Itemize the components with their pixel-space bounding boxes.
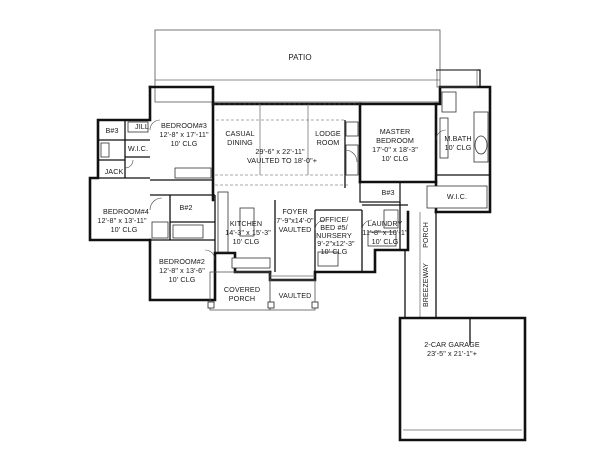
jill-label: JILL: [135, 122, 149, 131]
garage-dims: 23'-5" x 21'-1"+: [427, 349, 477, 358]
breezeway-label: BREEZEWAY: [423, 263, 430, 307]
office-ceiling: 10' CLG: [321, 247, 348, 256]
casual-dining-label-1: CASUAL: [225, 129, 254, 138]
wic-master-label: W.I.C.: [447, 192, 467, 201]
casual-dining-label-2: DINING: [227, 138, 253, 147]
bedroom4-ceiling: 10' CLG: [111, 225, 138, 234]
office-dims: 9'-2"x12'-3": [317, 239, 355, 248]
laundry-label: LAUNDRY: [368, 219, 403, 228]
master-bedroom-label-2: BEDROOM: [376, 136, 414, 145]
bedroom2-dims: 12'-8" x 13'-6": [159, 266, 205, 275]
laundry-dims: 11'-8" x 10'-1": [362, 228, 408, 237]
bath3-center-label: B#3: [381, 188, 394, 197]
beam-lines: [213, 103, 360, 175]
bedroom3-dims: 12'-8" x 17'-11": [159, 130, 209, 139]
wic-left-label: W.I.C.: [128, 144, 148, 153]
front-porch: [207, 271, 319, 311]
bedroom3-label: BEDROOM#3: [161, 121, 207, 130]
breezeway: [404, 212, 437, 318]
bedroom2-label: BEDROOM#2: [159, 257, 205, 266]
foyer-dims: 7'-9"x14'-0": [276, 216, 314, 225]
fixtures: [100, 91, 489, 269]
foyer-ceiling: VAULTED: [279, 225, 312, 234]
mbath-ceiling: 10' CLG: [445, 143, 472, 152]
garage-label: 2-CAR GARAGE: [424, 340, 480, 349]
master-bedroom-label-1: MASTER: [380, 127, 411, 136]
covered-porch-label-2: PORCH: [229, 294, 255, 303]
bedroom4-dims: 12'-8" x 13'-11": [97, 216, 147, 225]
lodge-room-label-1: LODGE: [315, 129, 341, 138]
covered-porch-label-1: COVERED: [224, 285, 260, 294]
door-swings: [124, 119, 447, 261]
bath2-label: B#2: [179, 203, 192, 212]
office-label-3: NURSERY: [316, 231, 352, 240]
bedroom3-ceiling: 10' CLG: [171, 139, 198, 148]
laundry-ceiling: 10' CLG: [372, 237, 399, 246]
bedroom2-ceiling: 10' CLG: [169, 275, 196, 284]
garage: [398, 316, 527, 442]
patio-area: [154, 29, 441, 103]
patio-label: PATIO: [288, 53, 311, 62]
vaulted-porch-label: VAULTED: [279, 291, 312, 300]
bedroom4-label: BEDROOM#4: [103, 207, 149, 216]
foyer-label: FOYER: [282, 207, 307, 216]
mbath-label: M.BATH: [444, 134, 471, 143]
master-bedroom-ceiling: 10' CLG: [382, 154, 409, 163]
jack-label: JACK: [105, 167, 124, 176]
lodge-room-label-2: ROOM: [317, 138, 340, 147]
kitchen-ceiling: 10' CLG: [233, 237, 260, 246]
bath3-left-label: B#3: [105, 126, 118, 135]
kitchen-dims: 14'-3" x 15'-3": [225, 228, 271, 237]
kitchen-label: KITCHEN: [230, 219, 262, 228]
casual-dining-dims: 29'-6" x 22'-11": [255, 147, 305, 156]
casual-dining-ceiling: VAULTED TO 18'-0"+: [247, 156, 317, 165]
porch-side-label: PORCH: [423, 222, 430, 248]
office-label-1: OFFICE/: [319, 215, 348, 224]
master-bedroom-dims: 17'-0" x 18'-3": [372, 145, 418, 154]
office-label-2: BED #5/: [320, 223, 347, 232]
